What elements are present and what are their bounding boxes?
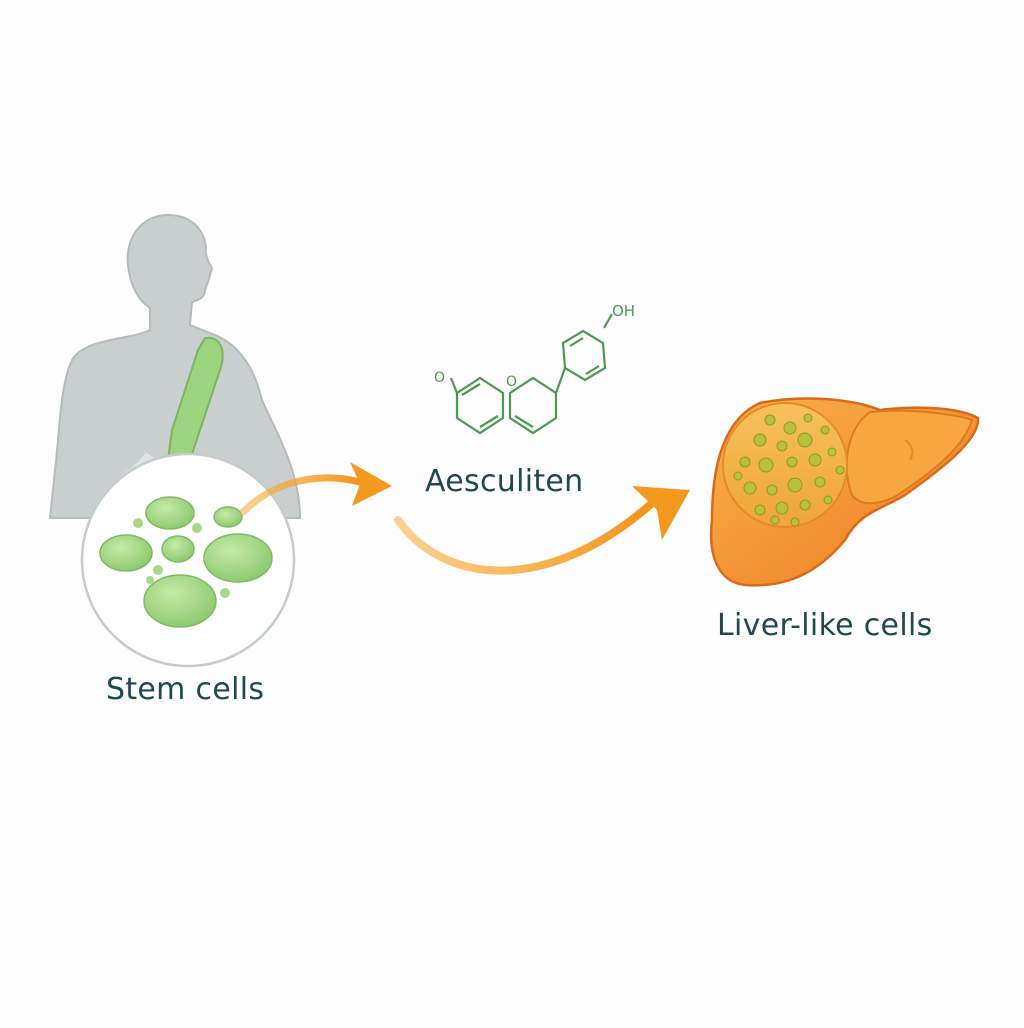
stem-cells-label: Stem cells [106,672,265,707]
stem-cell-cluster-icon [80,452,296,668]
arrow-to-compound [239,462,392,516]
molecule-atom-middle: O [506,374,517,390]
chemical-structure-icon [449,313,613,435]
liver-granules [733,413,845,527]
liver-cells-label: Liver-like cells [717,608,933,643]
molecule-atom-top: OH [612,302,635,320]
compound-label: Aesculiten [425,464,584,499]
arrow-to-liver [394,486,690,575]
molecule-atom-left: O [434,370,445,386]
liver-icon [709,397,980,587]
